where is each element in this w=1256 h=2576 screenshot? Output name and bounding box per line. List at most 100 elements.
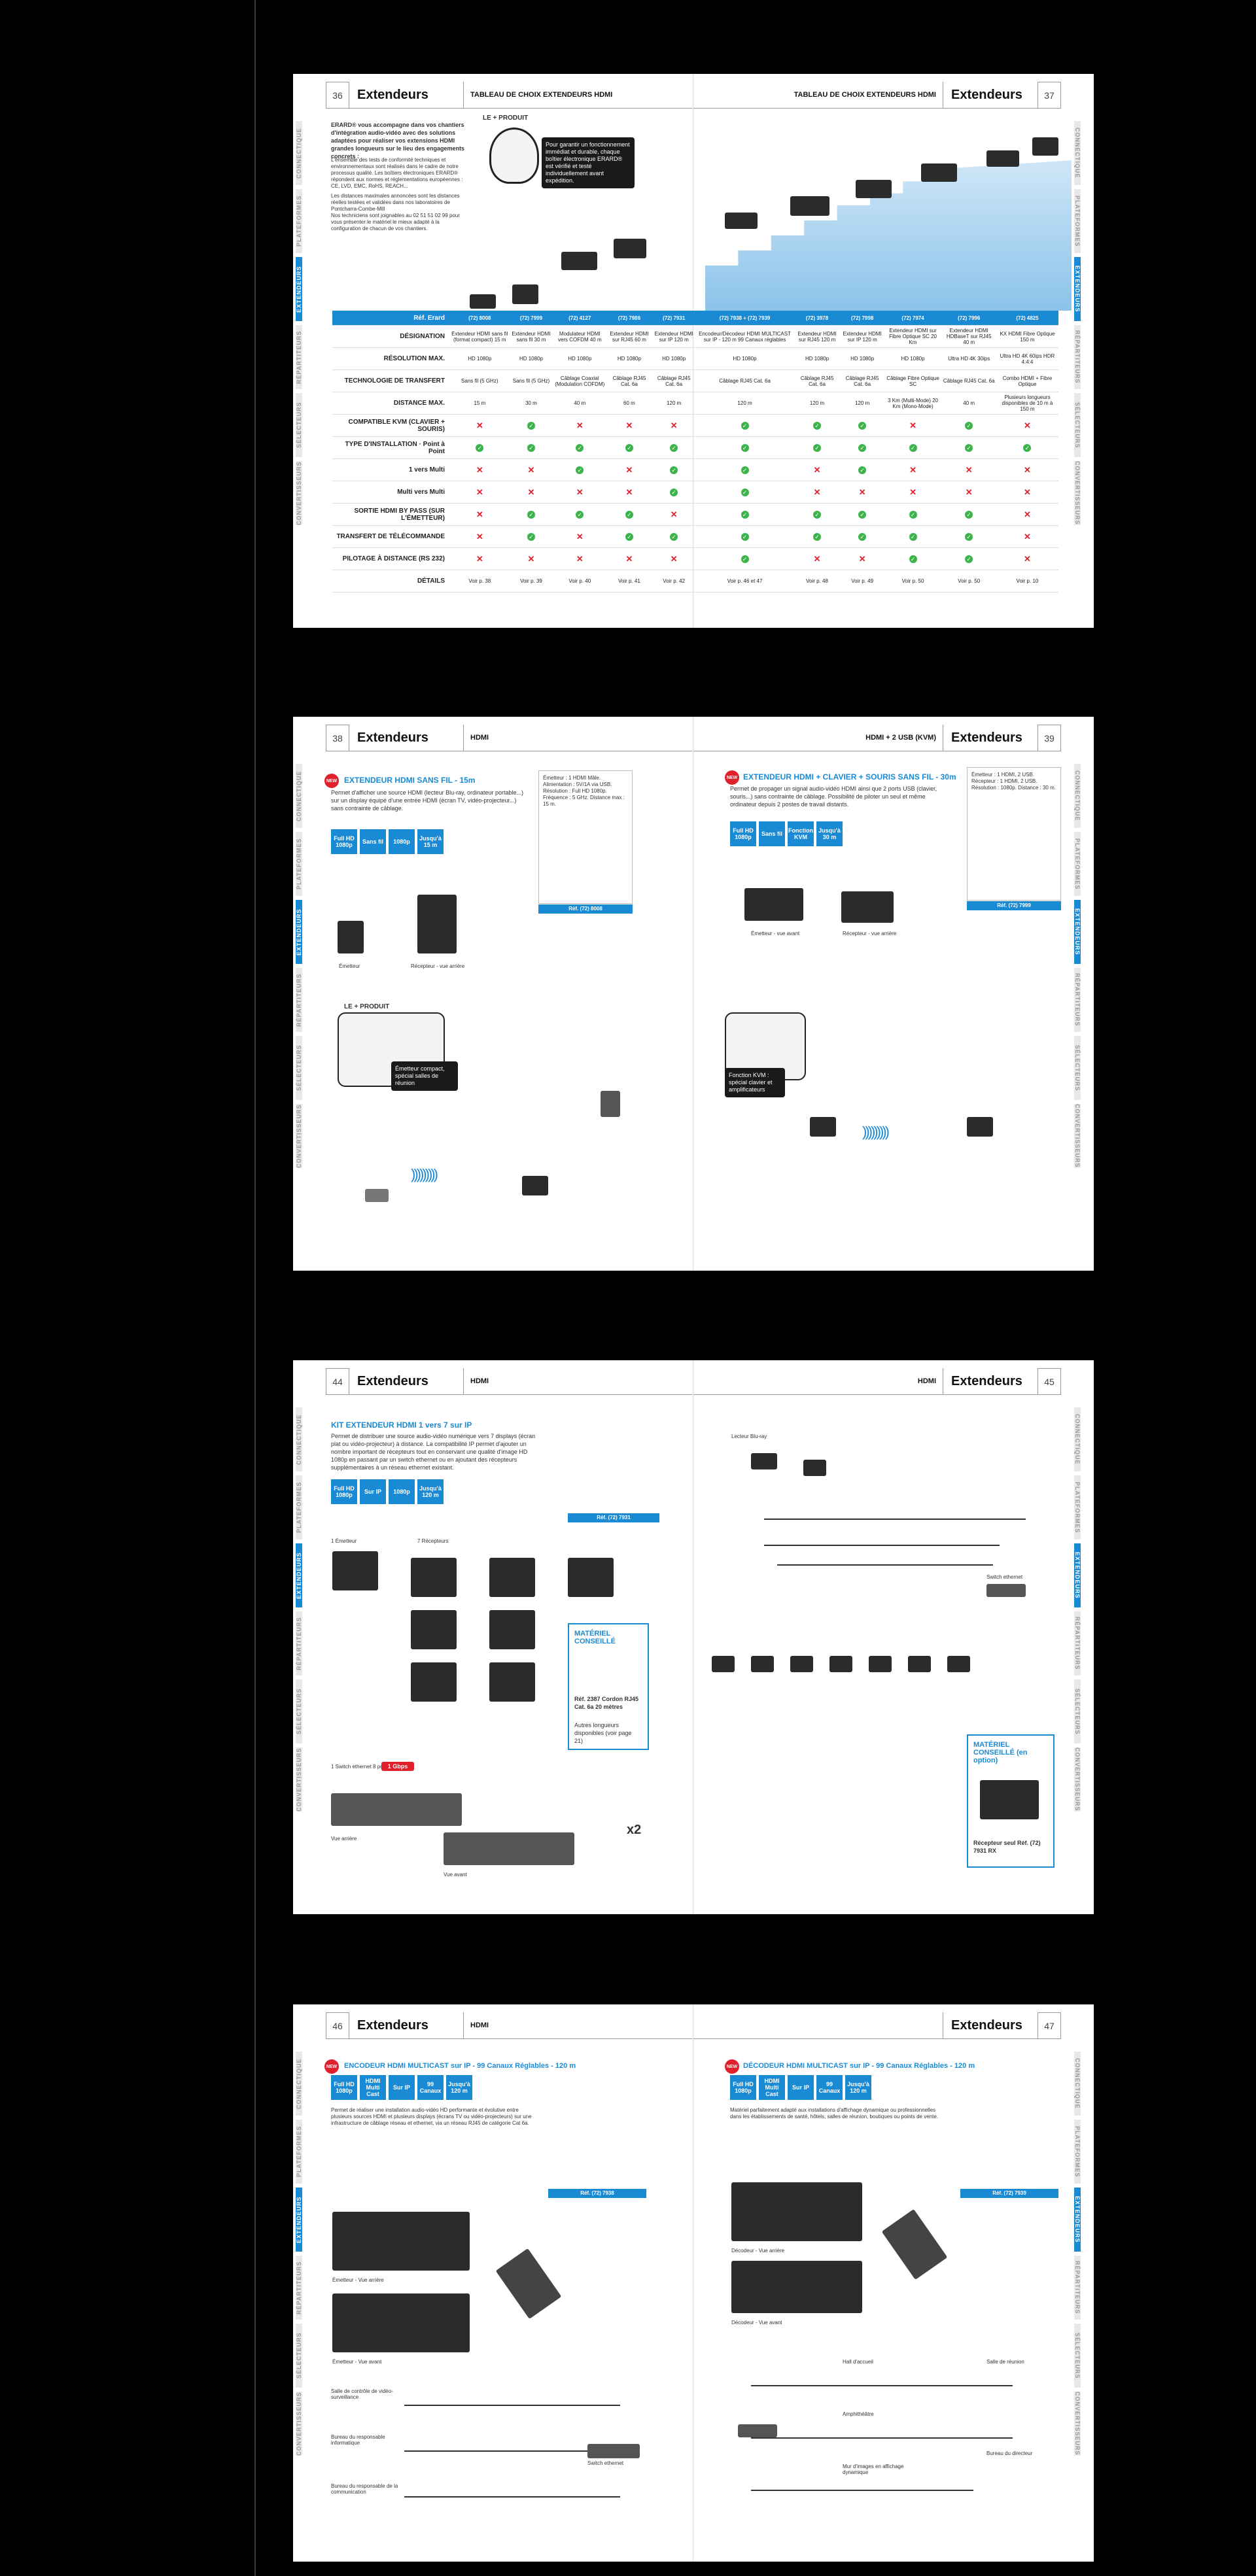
tab-extendeurs[interactable]: EXTENDEURS (1074, 257, 1081, 321)
tab-connectique[interactable]: CONNECTIQUE (296, 764, 302, 828)
table-cell: 120 m (695, 392, 794, 415)
intro-bullet: Les distances maximales annoncées sont l… (331, 193, 460, 212)
tab-extendeurs[interactable]: EXTENDEURS (1074, 900, 1081, 964)
kit-label: 1 Émetteur (331, 1538, 357, 1544)
wireless-wave-icon: ))))))))) (862, 1124, 890, 1140)
tab-repartiteurs[interactable]: RÉPARTITEURS (1074, 1611, 1081, 1675)
feature-badge: Jusqu'à 120 m (845, 2075, 871, 2100)
row-label: RÉSOLUTION MAX. (332, 347, 450, 370)
tab-plateformes[interactable]: PLATEFORMES (296, 189, 302, 253)
table-cell: Sans fil (5 GHz) (450, 369, 510, 392)
tab-convertisseurs[interactable]: CONVERTISSEURS (1074, 461, 1081, 525)
table-cell: HD 1080p (450, 347, 510, 370)
diagram-label: Switch ethernet (587, 2460, 624, 2466)
tab-connectique[interactable]: CONNECTIQUE (1074, 121, 1081, 185)
tab-selecteurs[interactable]: SÉLECTEURS (1074, 393, 1081, 457)
receiver-image (489, 1610, 535, 1649)
cross-icon: ✕ (813, 553, 821, 564)
tab-repartiteurs[interactable]: RÉPARTITEURS (296, 325, 302, 389)
tab-convertisseurs[interactable]: CONVERTISSEURS (296, 461, 302, 525)
tab-extendeurs[interactable]: EXTENDEURS (296, 900, 302, 964)
table-cell: Extendeur HDMI sur RJ45 120 m (794, 325, 841, 348)
intro-bullet: Nos techniciens sont joignables au 02 51… (331, 213, 461, 232)
tab-connectique[interactable]: CONNECTIQUE (296, 2052, 302, 2116)
recommended-material-box (568, 1623, 649, 1750)
tab-plateformes[interactable]: PLATEFORMES (1074, 2120, 1081, 2184)
cross-icon: ✕ (813, 464, 821, 475)
tab-repartiteurs[interactable]: RÉPARTITEURS (1074, 2256, 1081, 2320)
check-icon: ✓ (909, 555, 917, 563)
network-cable (404, 2496, 620, 2498)
tab-extendeurs[interactable]: EXTENDEURS (296, 1543, 302, 1607)
wireless-wave-icon: ))))))))) (411, 1166, 438, 1182)
table-cell-no: ✕ (450, 414, 510, 437)
table-cell-no: ✕ (996, 481, 1058, 504)
receiver-icon (751, 1656, 774, 1672)
cross-icon: ✕ (527, 487, 535, 497)
tab-extendeurs[interactable]: EXTENDEURS (1074, 2188, 1081, 2252)
table-cell: Extendeur HDMI sur RJ45 60 m (606, 325, 652, 348)
tab-convertisseurs[interactable]: CONVERTISSEURS (296, 1104, 302, 1168)
row-label: Réf. Erard (332, 311, 450, 326)
tab-connectique[interactable]: CONNECTIQUE (1074, 764, 1081, 828)
decoder-front-image (731, 2261, 862, 2313)
row-label: DÉSIGNATION (332, 325, 450, 348)
page-title: Extendeurs (943, 1368, 1038, 1394)
tab-plateformes[interactable]: PLATEFORMES (1074, 1475, 1081, 1539)
tab-extendeurs[interactable]: EXTENDEURS (1074, 1543, 1081, 1607)
tab-convertisseurs[interactable]: CONVERTISSEURS (1074, 2392, 1081, 2456)
tab-connectique[interactable]: CONNECTIQUE (296, 121, 302, 185)
table-cell: 60 m (606, 392, 652, 415)
table-cell: 3 Km (Multi-Mode) 20 Km (Mono-Mode) (884, 392, 942, 415)
tab-plateformes[interactable]: PLATEFORMES (296, 2120, 302, 2184)
check-icon: ✓ (741, 532, 749, 541)
check-icon: ✓ (527, 532, 535, 541)
tab-selecteurs[interactable]: SÉLECTEURS (296, 1036, 302, 1100)
tab-extendeurs[interactable]: EXTENDEURS (296, 257, 302, 321)
tab-selecteurs[interactable]: SÉLECTEURS (1074, 1679, 1081, 1743)
page-number: 46 (326, 2012, 349, 2039)
feature-badge: Sur IP (389, 2075, 415, 2100)
tab-connectique[interactable]: CONNECTIQUE (1074, 1407, 1081, 1471)
tab-selecteurs[interactable]: SÉLECTEURS (1074, 2324, 1081, 2388)
tab-repartiteurs[interactable]: RÉPARTITEURS (296, 968, 302, 1032)
spread-top-band (293, 62, 1094, 74)
tab-convertisseurs[interactable]: CONVERTISSEURS (296, 1747, 302, 1812)
choice-table: Réf. Erard(72) 8008(72) 7999(72) 4127(72… (332, 311, 1058, 592)
tab-selecteurs[interactable]: SÉLECTEURS (296, 393, 302, 457)
tab-plateformes[interactable]: PLATEFORMES (1074, 832, 1081, 896)
check-icon: ✓ (625, 510, 633, 519)
product-description: Permet d'afficher une source HDMI (lecte… (331, 789, 524, 812)
table-cell: 15 m (450, 392, 510, 415)
tab-convertisseurs[interactable]: CONVERTISSEURS (1074, 1747, 1081, 1812)
table-cell-no: ✕ (509, 458, 553, 481)
page-title: Extendeurs (357, 2018, 428, 2033)
tab-repartiteurs[interactable]: RÉPARTITEURS (1074, 325, 1081, 389)
feature-badge: Full HD 1080p (331, 2075, 357, 2100)
network-cable (764, 1545, 1000, 1546)
tab-plateformes[interactable]: PLATEFORMES (296, 1475, 302, 1539)
tab-repartiteurs[interactable]: RÉPARTITEURS (296, 1611, 302, 1675)
tab-selecteurs[interactable]: SÉLECTEURS (296, 2324, 302, 2388)
transmitter-image (338, 921, 364, 953)
check-icon: ✓ (741, 555, 749, 563)
tab-extendeurs[interactable]: EXTENDEURS (296, 2188, 302, 2252)
feature-badge: Sur IP (788, 2075, 814, 2100)
tab-repartiteurs[interactable]: RÉPARTITEURS (1074, 968, 1081, 1032)
table-cell: 30 m (509, 392, 553, 415)
tab-convertisseurs[interactable]: CONVERTISSEURS (1074, 1104, 1081, 1168)
tab-convertisseurs[interactable]: CONVERTISSEURS (296, 2392, 302, 2456)
tab-plateformes[interactable]: PLATEFORMES (296, 832, 302, 896)
tab-connectique[interactable]: CONNECTIQUE (1074, 2052, 1081, 2116)
tab-plateformes[interactable]: PLATEFORMES (1074, 189, 1081, 253)
tab-selecteurs[interactable]: SÉLECTEURS (1074, 1036, 1081, 1100)
diagram-label: Lecteur Blu-ray (731, 1434, 767, 1439)
diagram-label: Salle de réunion (986, 2359, 1024, 2365)
recommended-material-title: MATÉRIEL CONSEILLÉ (574, 1630, 616, 1645)
product-image (470, 294, 496, 309)
tab-connectique[interactable]: CONNECTIQUE (296, 1407, 302, 1471)
tab-selecteurs[interactable]: SÉLECTEURS (296, 1679, 302, 1743)
transmitter-image (332, 1551, 378, 1590)
table-cell: (72) 4127 (553, 311, 607, 326)
tab-repartiteurs[interactable]: RÉPARTITEURS (296, 2256, 302, 2320)
